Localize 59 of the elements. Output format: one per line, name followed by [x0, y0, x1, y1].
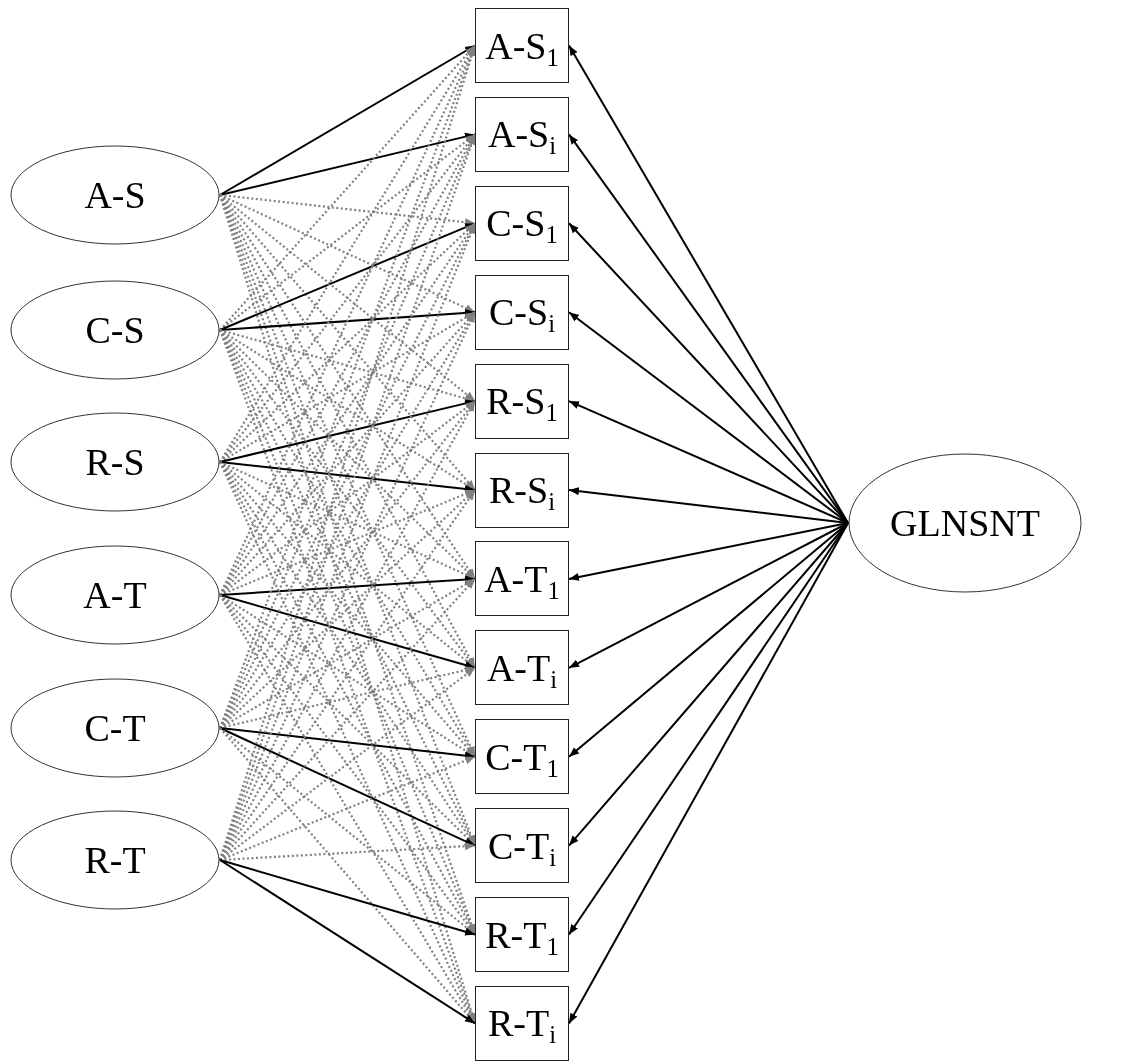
- factor-ellipse: [10, 145, 220, 245]
- variable-label: A-S: [84, 173, 146, 217]
- variable-label: R-S$_{1}$: [486, 379, 558, 424]
- path-arrow: [568, 44, 849, 524]
- variable-label: R-T$_{1}$: [485, 912, 559, 957]
- path-arrow: [219, 132, 476, 196]
- variable-box: [475, 185, 569, 261]
- path-arrow: [219, 727, 476, 847]
- variable-label: C-S$_{i}$: [489, 290, 555, 335]
- path-arrow: [219, 399, 476, 463]
- path-arrow: [219, 594, 476, 669]
- variable-label: C-T$_{i}$: [487, 823, 557, 868]
- factor-ellipse: [10, 280, 220, 380]
- factor-ellipse: [10, 810, 220, 910]
- variable-label: A-S$_{i}$: [487, 112, 557, 157]
- factor-ellipse: [10, 545, 220, 645]
- variable-label: C-T$_{1}$: [485, 734, 559, 779]
- variable-box: [475, 985, 569, 1061]
- path-arrow: [219, 44, 476, 196]
- variable-box: [475, 541, 569, 617]
- variable-label: R-T$_{i}$: [487, 1001, 557, 1046]
- path-arrow: [219, 461, 476, 580]
- path-arrow: [219, 461, 476, 493]
- variable-label: A-T: [83, 573, 147, 617]
- factor-ellipse: [10, 412, 220, 512]
- variable-label: C-S$_{1}$: [486, 201, 558, 246]
- variable-box: [475, 630, 569, 706]
- variable-box: [475, 96, 569, 172]
- path-arrow: [219, 859, 476, 936]
- variable-label: R-S: [85, 440, 145, 484]
- path-arrow: [219, 328, 476, 403]
- factor-ellipse: [10, 678, 220, 778]
- path-arrow: [219, 308, 476, 331]
- variable-label: C-S: [85, 308, 145, 352]
- variable-box: [475, 452, 569, 528]
- variable-label: R-S$_{i}$: [489, 468, 555, 512]
- path-arrow: [568, 222, 849, 524]
- factor-ellipse: [848, 453, 1082, 593]
- path-arrow: [219, 311, 476, 463]
- path-arrow: [568, 522, 849, 847]
- path-arrow: [219, 859, 476, 1025]
- path-arrow: [219, 575, 476, 596]
- variable-label: R-T: [84, 838, 146, 882]
- variable-label: GLNSNT: [890, 501, 1040, 545]
- path-arrow: [219, 727, 476, 760]
- variable-box: [475, 719, 569, 795]
- variable-box: [475, 8, 569, 83]
- variable-label: A-T$_{1}$: [484, 556, 560, 601]
- variable-box: [475, 897, 569, 972]
- variable-box: [475, 808, 569, 884]
- path-arrow: [219, 194, 476, 314]
- variable-label: A-T$_{i}$: [486, 645, 558, 690]
- variable-label: A-S$_{1}$: [485, 23, 559, 68]
- variable-box: [475, 363, 569, 439]
- path-arrow: [568, 522, 849, 936]
- path-arrow: [219, 222, 476, 331]
- path-arrow: [568, 522, 849, 1025]
- variable-box: [475, 274, 569, 350]
- variable-label: C-T: [84, 706, 146, 750]
